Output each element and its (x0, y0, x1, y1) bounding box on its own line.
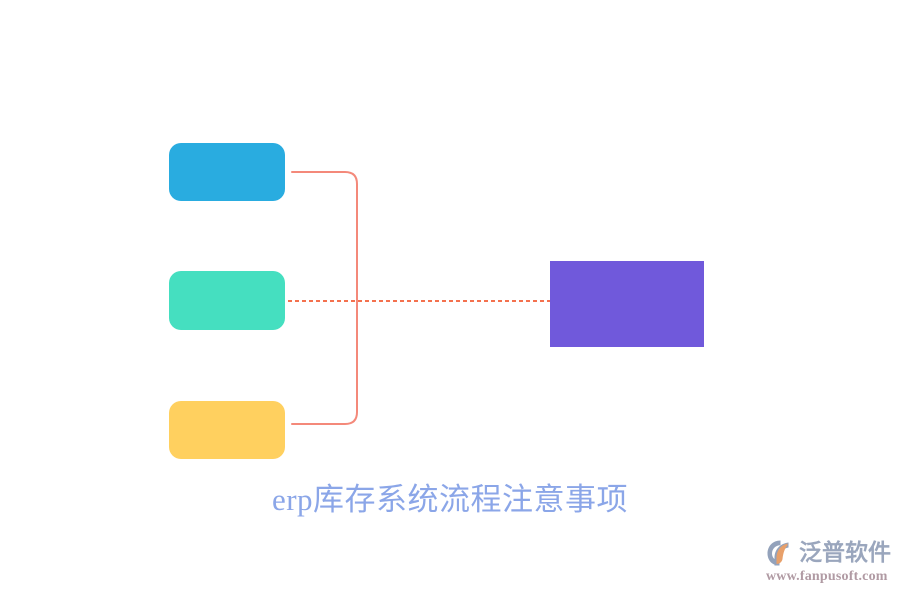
diagram-node-purple[interactable] (550, 261, 704, 347)
diagram-node-yellow-label (169, 401, 285, 459)
watermark-brand: 泛普软件 (799, 540, 891, 565)
diagram-title: erp库存系统流程注意事项 (271, 482, 629, 517)
watermark: 泛普软件 www.fanpusoft.com (766, 538, 892, 588)
diagram-node-green-label (169, 271, 285, 330)
fanpu-logo-icon (767, 540, 789, 566)
connector-blue-to-trunk (291, 171, 358, 185)
diagram-node-yellow[interactable] (169, 401, 285, 459)
diagram-node-blue-label (169, 143, 285, 201)
diagram-node-green[interactable] (169, 271, 285, 330)
diagram-node-purple-label (550, 261, 704, 347)
diagram-node-blue[interactable] (169, 143, 285, 201)
connector-yellow-to-trunk (291, 411, 358, 425)
watermark-row: 泛普软件 (766, 538, 892, 568)
watermark-url: www.fanpusoft.com (766, 569, 888, 584)
